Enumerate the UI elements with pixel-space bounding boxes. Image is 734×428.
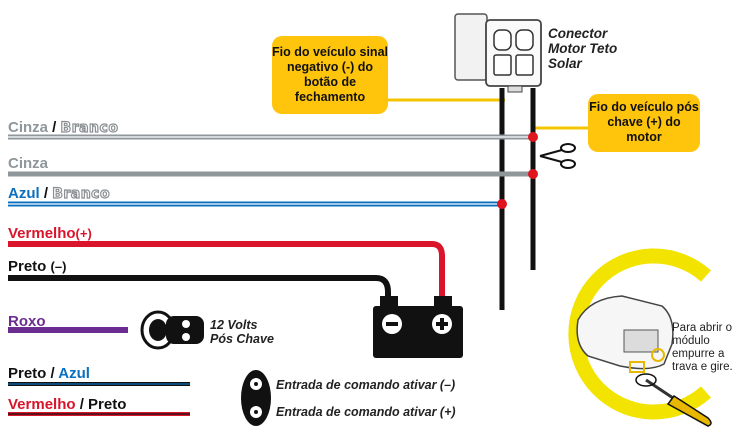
wire-name: Cinza <box>8 119 49 136</box>
connector-title: Conector Motor Teto Solar <box>548 26 618 71</box>
label-cinza-branco: Cinza / Branco <box>8 119 119 136</box>
remote-key-icon <box>241 370 271 426</box>
label-roxo: Roxo <box>8 313 46 330</box>
wire-stripe: Branco <box>60 120 119 136</box>
wire-name: Azul <box>8 185 40 202</box>
label-vermelho: Vermelho(+) <box>8 226 92 241</box>
wire-stripe: Branco <box>52 186 111 202</box>
callout-ignition-wire: Fio do veículo pós chave (+) do motor <box>588 94 700 152</box>
ignition-label: 12 Volts Pós Chave <box>210 318 274 346</box>
splice-point <box>528 132 538 142</box>
wire-separator: / <box>48 119 61 136</box>
wire-separator: / <box>75 396 89 413</box>
wire-stripe: Azul <box>58 365 90 382</box>
wire-name: Preto <box>8 258 47 275</box>
command-activate-positive: Entrada de comando ativar (+) <box>276 405 456 419</box>
scissors-icon <box>539 143 576 169</box>
screwdriver-icon <box>635 373 712 427</box>
label-vermelho-preto: Vermelho / Preto <box>8 397 126 412</box>
wire-separator: / <box>46 365 59 382</box>
module-instruction: Para abrir o módulo empurre a trava e gi… <box>672 322 733 373</box>
module-icon <box>568 248 712 420</box>
battery-icon <box>373 296 463 358</box>
wire-separator: / <box>39 185 53 202</box>
wire-stripe: Preto <box>88 396 127 413</box>
label-preto-azul: Preto / Azul <box>8 366 90 381</box>
wire-name: Vermelho <box>8 396 76 413</box>
label-preto: Preto (–) <box>8 259 66 274</box>
label-azul-branco: Azul / Branco <box>8 185 111 202</box>
wire-polarity: (+) <box>75 226 92 241</box>
command-activate-negative: Entrada de comando ativar (–) <box>276 378 456 392</box>
ignition-key-icon <box>140 310 204 350</box>
label-cinza: Cinza <box>8 155 49 172</box>
wire-vermelho <box>8 241 445 302</box>
splice-point <box>497 199 507 209</box>
splice-point <box>528 169 538 179</box>
wire-name: Vermelho <box>8 225 76 242</box>
wire-preto <box>8 275 391 302</box>
wire-polarity: (–) <box>50 259 67 274</box>
callout-negative-signal: Fio do veículo sinal negativo (-) do bot… <box>272 36 388 114</box>
connector-icon <box>454 13 542 93</box>
wire-name: Preto <box>8 365 47 382</box>
